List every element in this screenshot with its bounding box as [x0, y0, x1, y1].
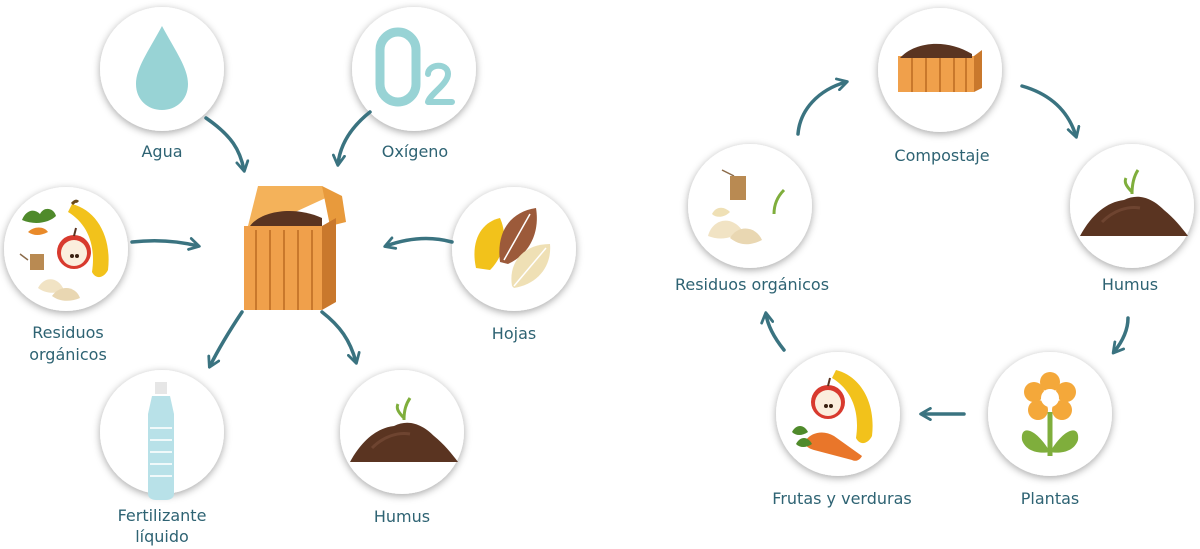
flow-arrows-left [130, 110, 454, 369]
soil-pile-icon [1078, 169, 1190, 238]
oxygen-icon: O2 [375, 27, 455, 107]
label-humus-output: Humus [373, 507, 431, 526]
label-water: Agua [141, 142, 183, 161]
flower-icon [1021, 372, 1079, 456]
cycle-step-organic-waste: Residuos orgánicos [674, 275, 830, 294]
fruit-vegetables-icon [792, 370, 873, 461]
cycle-arrows [760, 77, 1130, 421]
label-organic-waste-line1: Residuos [32, 323, 104, 342]
water-bottle-icon [148, 382, 174, 500]
cycle-step-humus: Humus [1101, 275, 1159, 294]
cycle-step-plants: Plantas [1020, 489, 1080, 508]
compost-bin-icon [898, 43, 982, 92]
soil-pile-icon [348, 397, 460, 464]
label-fertilizer-line1: Fertilizante [117, 506, 207, 525]
organic-waste-icon [19, 199, 109, 301]
label-leaves: Hojas [491, 324, 537, 343]
water-drop-icon [136, 26, 188, 110]
cycle-step-fruits-vegetables: Frutas y verduras [772, 489, 912, 508]
compost-bin-icon [244, 186, 346, 310]
leaves-icon [474, 208, 551, 288]
label-oxygen: Oxígeno [381, 142, 449, 161]
cycle-step-compost: Compostaje [894, 146, 990, 165]
label-organic-waste-line2: orgánicos [29, 345, 107, 364]
label-fertilizer-line2: líquido [135, 527, 189, 546]
organic-waste-icon [708, 169, 786, 245]
